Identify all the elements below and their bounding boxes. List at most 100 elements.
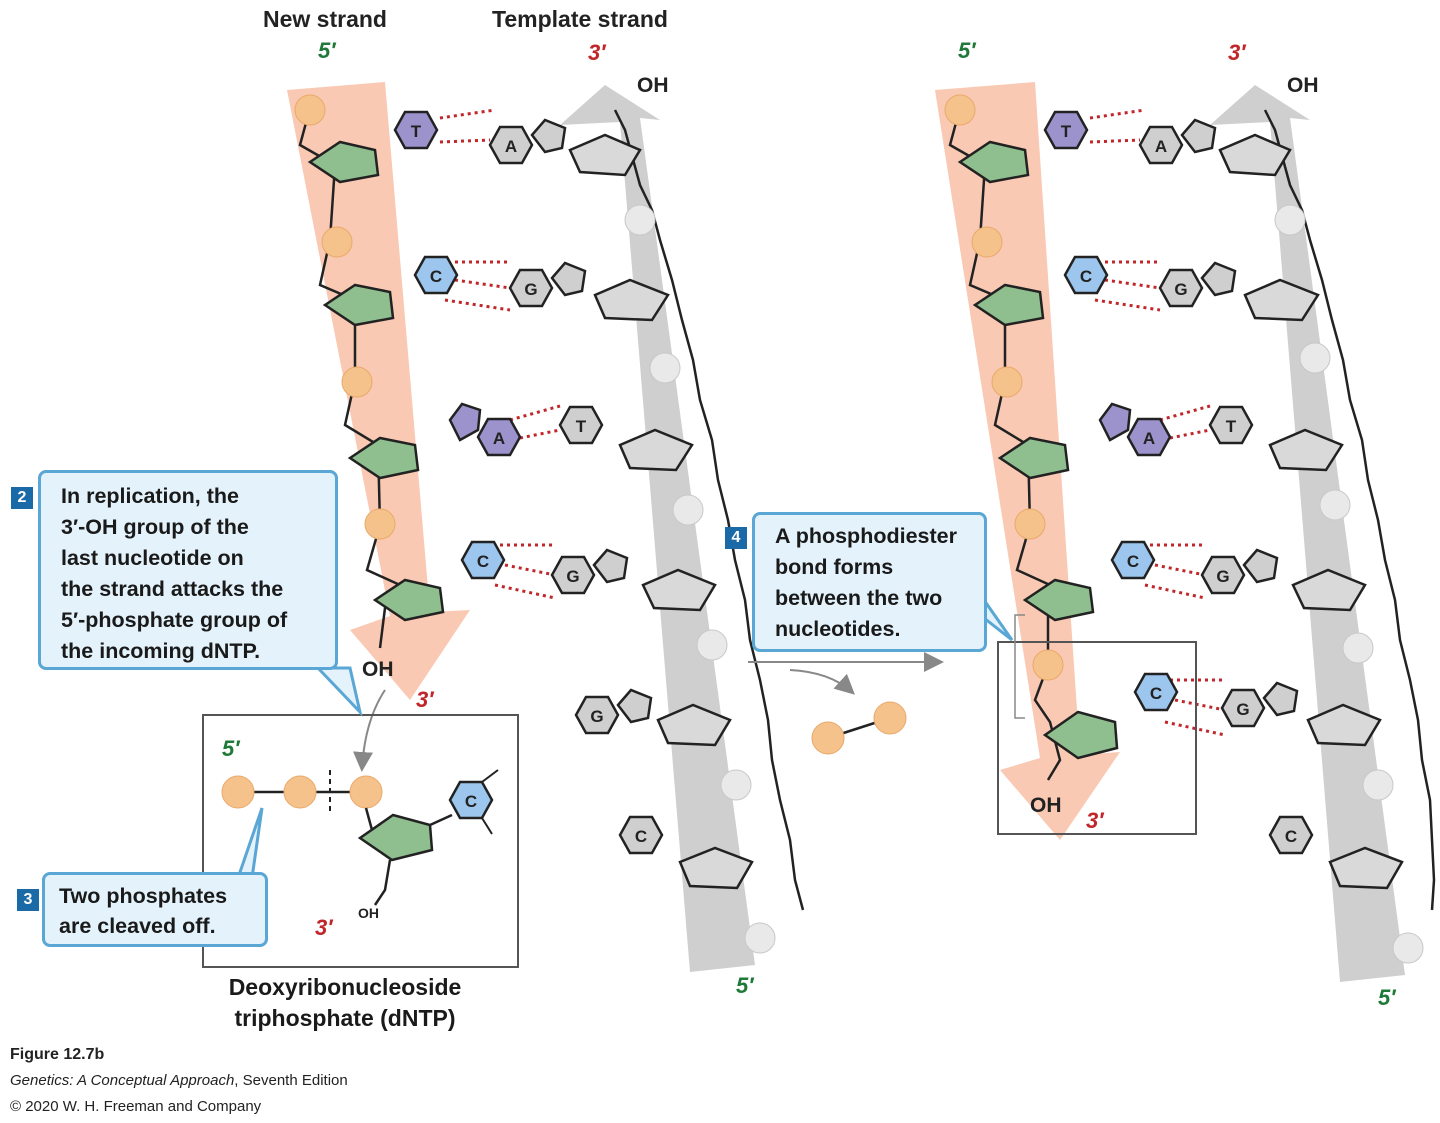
new-strand-sugars <box>307 140 445 622</box>
hydrogen-bonds-left <box>439 108 561 600</box>
base-letter: G <box>1174 280 1187 299</box>
new-strand-oh-label-after: OH <box>1030 794 1062 817</box>
callout-line: nucleotides. <box>775 617 901 641</box>
template-phosphates <box>624 204 776 954</box>
new-strand-bases <box>393 110 522 580</box>
template-backbone <box>613 109 805 911</box>
template-strand-heading: Template strand <box>492 6 668 32</box>
template-sugars-after <box>1218 133 1404 890</box>
dntp-cytosine-base <box>448 780 494 820</box>
book-edition: , Seventh Edition <box>234 1072 348 1089</box>
dntp-label: Deoxyribonucleoside triphosphate (dNTP) <box>190 972 500 1034</box>
callout-line: In replication, the <box>61 484 239 508</box>
dntp-phosphates <box>221 775 383 809</box>
dntp-oh-label: OH <box>358 905 379 921</box>
callout-step-4: A phosphodiester bond forms between the … <box>752 512 987 652</box>
dntp-box <box>202 714 519 968</box>
new-strand-sugars-after <box>957 140 1119 760</box>
callout-step-3: Two phosphates are cleaved off. <box>42 872 268 947</box>
new-strand-3prime-label: 3′ <box>416 687 435 712</box>
template-oh-label: OH <box>637 74 669 97</box>
template-3prime-label-after: 3′ <box>1228 40 1247 65</box>
base-letter: G <box>1236 700 1249 719</box>
base-letter: G <box>590 707 603 726</box>
step-2-badge: 2 <box>11 487 33 509</box>
base-letter: G <box>566 567 579 586</box>
step-4-badge: 4 <box>725 527 747 549</box>
base-letter: T <box>1061 122 1072 141</box>
callout2-tail <box>314 666 363 717</box>
new-bond-box <box>997 641 1197 835</box>
callout-line: Two phosphates <box>59 884 228 908</box>
cytosine-base <box>413 255 459 295</box>
callout-line: 5′-phosphate group of <box>61 608 288 632</box>
thymine-base <box>393 110 439 150</box>
bond-bracket <box>1014 614 1025 719</box>
transition <box>748 652 944 755</box>
dntp-label-line: triphosphate (dNTP) <box>234 1005 456 1031</box>
new-strand-oh-label: OH <box>362 658 394 681</box>
callout4-tail <box>982 595 1014 642</box>
released-pyrophosphate <box>811 701 907 755</box>
callout-line: A phosphodiester <box>775 524 957 548</box>
new-strand-bases-after <box>1043 110 1179 712</box>
attack-arrow <box>353 689 386 772</box>
new-strand-phosphates <box>294 94 396 540</box>
base-letter: T <box>1226 417 1237 436</box>
step-3-badge: 3 <box>17 889 39 911</box>
base-letter: C <box>1285 827 1297 846</box>
new-strand-3prime-label-after: 3′ <box>1086 808 1105 833</box>
new-strand-backbone-after <box>948 107 1062 781</box>
dntp-5prime-label: 5′ <box>222 736 241 761</box>
base-letter: C <box>465 792 477 811</box>
callout-line: 3′-OH group of the <box>61 515 249 539</box>
callout3-tail <box>235 807 264 880</box>
template-phosphates-after <box>1274 204 1424 964</box>
base-letter: T <box>411 122 422 141</box>
base-letter: C <box>1080 267 1092 286</box>
figure-number: Figure 12.7b <box>10 1046 105 1063</box>
callout-line: between the two <box>775 586 943 610</box>
figure-source: Genetics: A Conceptual Approach, Seventh… <box>10 1072 348 1089</box>
base-letter: A <box>493 429 505 448</box>
base-letter: C <box>477 552 489 571</box>
base-letter: G <box>1216 567 1229 586</box>
base-letter: C <box>430 267 442 286</box>
cytosine-base <box>460 540 506 580</box>
new-strand-heading: New strand <box>263 6 387 32</box>
template-bases <box>488 118 664 855</box>
base-letter: T <box>576 417 587 436</box>
dntp-3prime-label: 3′ <box>315 915 334 940</box>
template-oh-label-after: OH <box>1287 74 1319 97</box>
template-5prime-label: 5′ <box>736 973 755 998</box>
dntp-sugar <box>357 813 434 862</box>
callout-line: the strand attacks the <box>61 577 284 601</box>
template-3prime-label: 3′ <box>588 40 607 65</box>
left-panel: T C A C A G T G <box>202 6 805 998</box>
base-letter: C <box>1150 684 1162 703</box>
base-letter: A <box>505 137 517 156</box>
right-panel: T C A C C A G T G <box>935 38 1436 1010</box>
dntp-label-line: Deoxyribonucleoside <box>228 974 462 1000</box>
callout-line: are cleaved off. <box>59 914 216 938</box>
callout-step-2: In replication, the 3′-OH group of the l… <box>38 470 338 670</box>
book-title: Genetics: A Conceptual Approach <box>10 1072 235 1089</box>
template-backbone-after <box>1263 109 1436 911</box>
template-bases-after <box>1138 118 1314 855</box>
callout-line: the incoming dNTP. <box>61 639 261 663</box>
callout-line: last nucleotide on <box>61 546 244 570</box>
base-letter: A <box>1155 137 1167 156</box>
base-letter: G <box>524 280 537 299</box>
template-strand-arrow-after <box>1210 85 1405 982</box>
new-strand-5prime-label-after: 5′ <box>958 38 977 63</box>
base-letter: C <box>635 827 647 846</box>
base-letter: A <box>1143 429 1155 448</box>
new-strand-5prime-label: 5′ <box>318 38 337 63</box>
figure-copyright: © 2020 W. H. Freeman and Company <box>10 1098 262 1115</box>
adenine-base <box>476 417 522 457</box>
template-strand-arrow <box>560 85 755 972</box>
new-strand-phosphates-after <box>944 94 1064 681</box>
template-5prime-label-after: 5′ <box>1378 985 1397 1010</box>
